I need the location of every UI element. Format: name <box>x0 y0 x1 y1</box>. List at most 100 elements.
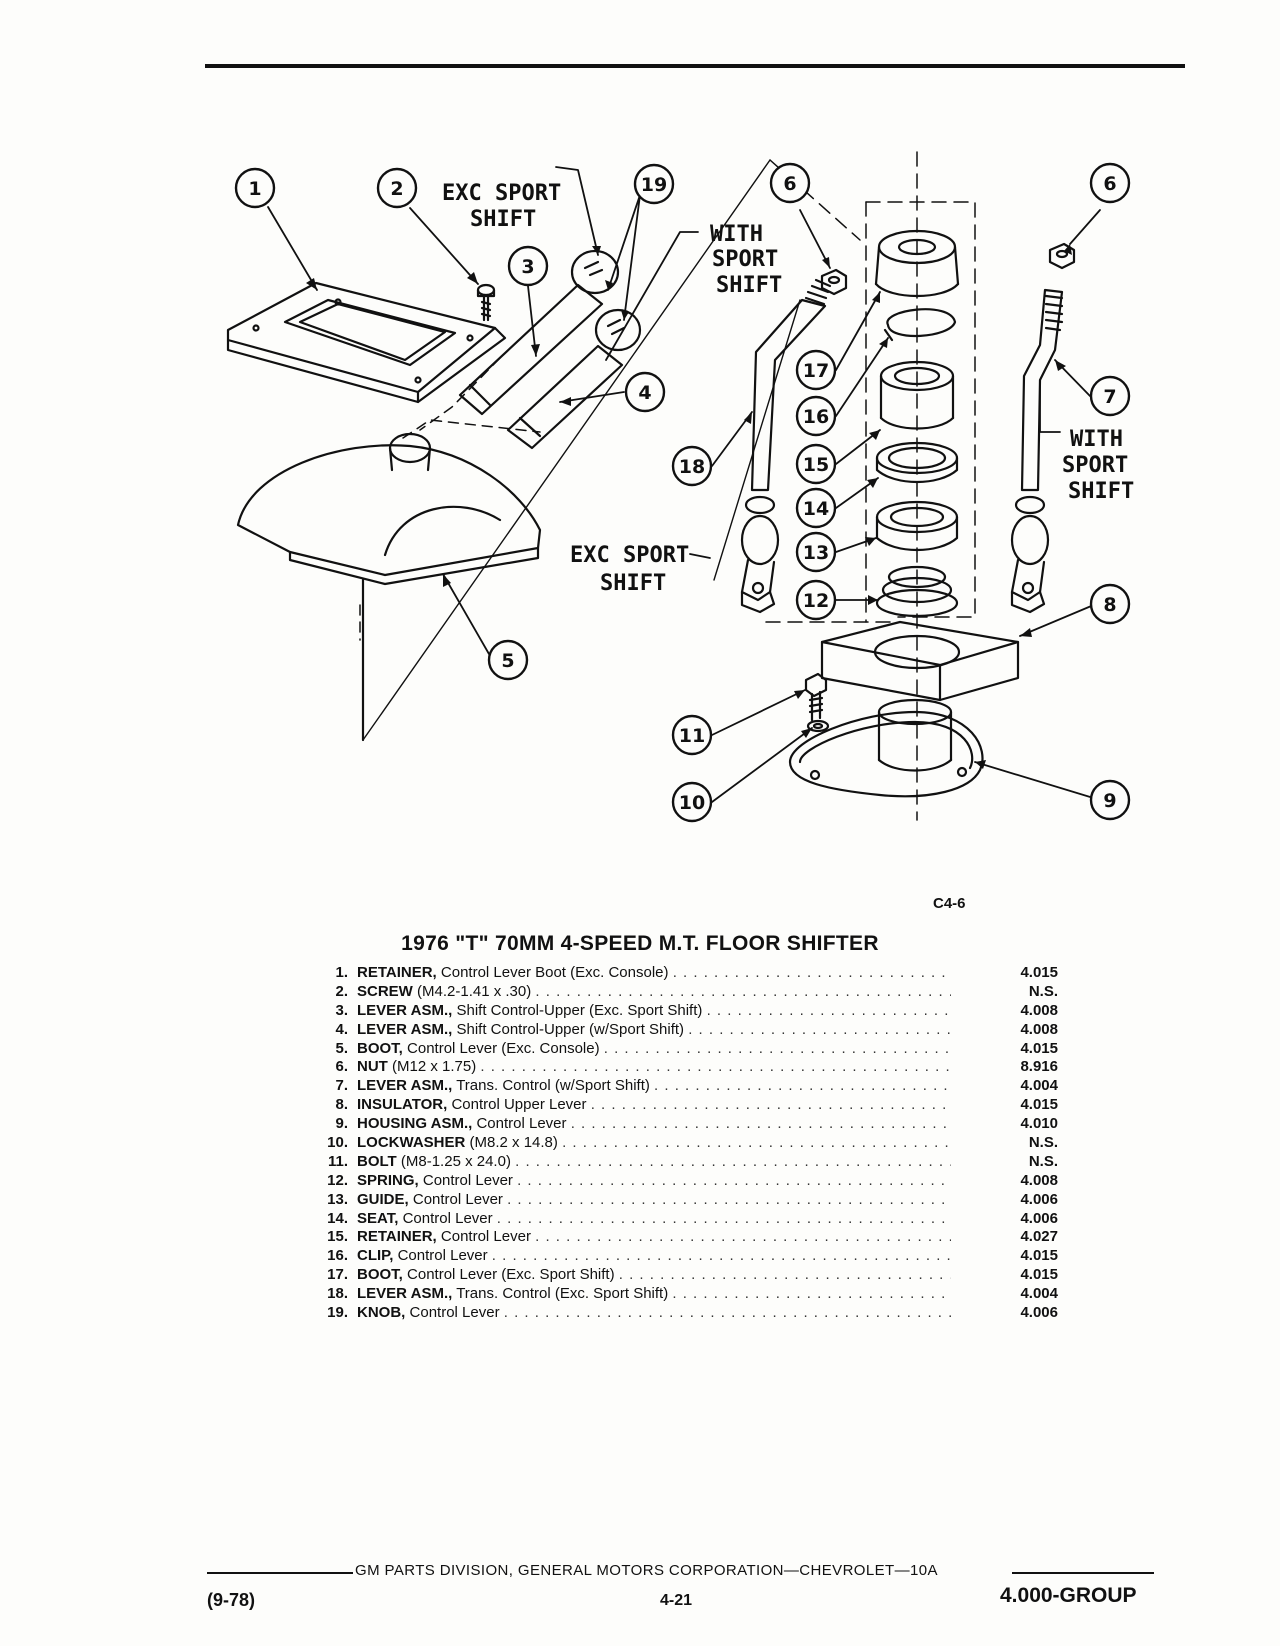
part-number: 19. <box>327 1304 348 1322</box>
nut-left-illustration <box>820 268 848 296</box>
callout-2: 2 <box>376 167 418 209</box>
part-row: 13.GUIDE, Control Lever . . . . . . . . … <box>318 1191 1058 1210</box>
spring-illustration <box>875 565 959 618</box>
part-row: 17.BOOT, Control Lever (Exc. Sport Shift… <box>318 1266 1058 1285</box>
retainer-ring-illustration <box>879 360 955 430</box>
callout-13: 13 <box>795 531 837 573</box>
callout-16: 16 <box>795 395 837 437</box>
footer-corporation: GM PARTS DIVISION, GENERAL MOTORS CORPOR… <box>355 1562 938 1579</box>
callout-14: 14 <box>795 487 837 529</box>
part-group-number: 4.006 <box>1020 1190 1058 1208</box>
callout-label: 12 <box>803 590 829 612</box>
callout-label: 16 <box>803 406 829 428</box>
note-with-sport-shift-right-line3: SHIFT <box>1068 479 1134 504</box>
part-group-number: 8.916 <box>1020 1058 1058 1076</box>
part-name: GUIDE, <box>357 1190 409 1208</box>
part-number: 8. <box>335 1096 348 1114</box>
part-row: 1. RETAINER, Control Lever Boot (Exc. Con… <box>318 964 1058 983</box>
part-group-number: 4.015 <box>1020 964 1058 981</box>
callout-17: 17 <box>795 349 837 391</box>
part-description: KNOB, Control Lever . . . . . . . . . . … <box>357 1304 951 1323</box>
part-detail: Control Lever <box>412 1190 503 1208</box>
part-detail: Shift Control-Upper (w/Sport Shift) <box>456 1020 685 1038</box>
callout-9: 9 <box>1089 779 1131 821</box>
part-detail: (M8-1.25 x 24.0) <box>400 1152 511 1170</box>
callout-18: 18 <box>671 445 713 487</box>
note-exc-sport-shift-top-line1: EXC SPORT <box>442 181 561 206</box>
part-row: 4. LEVER ASM., Shift Control-Upper (w/Spo… <box>318 1021 1058 1040</box>
callout-label: 11 <box>679 725 705 747</box>
part-group-number: N.S. <box>1028 982 1058 1000</box>
part-description: RETAINER, Control Lever Boot (Exc. Conso… <box>357 964 951 983</box>
part-detail: Control Lever <box>476 1115 567 1133</box>
callout-3: 3 <box>507 245 549 287</box>
part-detail: Control Lever <box>422 1171 513 1189</box>
upper-lever-exc-sport-illustration <box>458 249 620 416</box>
part-name: BOOT, <box>357 1039 403 1057</box>
footer-date: (9-78) <box>207 1590 256 1610</box>
part-description: CLIP, Control Lever . . . . . . . . . . … <box>357 1247 951 1266</box>
leader-dots: . . . . . . . . . . . . . . . . . . . . … <box>515 1152 951 1170</box>
part-name: LOCKWASHER <box>357 1134 466 1152</box>
part-name: SEAT, <box>357 1209 399 1227</box>
part-row: 12.SPRING, Control Lever . . . . . . . .… <box>318 1172 1058 1191</box>
part-row: 15. RETAINER, Control Lever . . . . . . .… <box>318 1228 1058 1247</box>
insulator-illustration <box>820 620 1020 702</box>
callout-label: 8 <box>1103 594 1116 616</box>
part-description: BOLT (M8-1.25 x 24.0) . . . . . . . . . … <box>357 1153 951 1172</box>
part-description: SPRING, Control Lever . . . . . . . . . … <box>357 1172 951 1191</box>
part-description: LEVER ASM., Shift Control-Upper (Exc. Sp… <box>357 1002 951 1021</box>
part-number: 10. <box>327 1134 348 1152</box>
callout-6a: 6 <box>769 162 811 204</box>
part-group-number: 4.015 <box>1020 1096 1058 1114</box>
part-description: BOOT, Control Lever (Exc. Console) . . .… <box>357 1040 951 1059</box>
part-name: LEVER ASM., <box>357 1285 453 1303</box>
part-detail: Trans. Control (w/Sport Shift) <box>456 1077 650 1095</box>
part-detail: Control Lever (Exc. Console) <box>407 1039 600 1057</box>
part-number: 15. <box>327 1228 348 1246</box>
part-number: 3. <box>335 1001 348 1019</box>
part-row: 10. LOCKWASHER (M8.2 x 14.8) . . . . . . … <box>318 1134 1058 1153</box>
part-name: CLIP, <box>357 1247 394 1265</box>
callout-4: 4 <box>624 371 666 413</box>
part-row: 8. INSULATOR, Control Upper Lever . . . .… <box>318 1096 1058 1115</box>
part-description: LOCKWASHER (M8.2 x 14.8) . . . . . . . .… <box>357 1134 951 1153</box>
part-name: INSULATOR, <box>357 1096 448 1114</box>
part-group-number: 4.015 <box>1020 1247 1058 1265</box>
callout-label: 10 <box>679 792 705 814</box>
footer-rule-left <box>207 1572 353 1574</box>
part-name: NUT <box>357 1058 388 1076</box>
callout-10: 10 <box>671 781 713 823</box>
upper-lever-sport-illustration <box>506 308 642 450</box>
leader-dots: . . . . . . . . . . . . . . . . . . . . … <box>480 1058 951 1076</box>
part-number: 1. <box>335 964 348 981</box>
callout-11: 11 <box>671 714 713 756</box>
callout-15: 15 <box>795 443 837 485</box>
leader-dots: . . . . . . . . . . . . . . . . . . . . … <box>535 982 951 1000</box>
part-description: NUT (M12 x 1.75) . . . . . . . . . . . .… <box>357 1058 951 1077</box>
part-number: 18. <box>327 1285 348 1303</box>
part-detail: (M12 x 1.75) <box>392 1058 477 1076</box>
note-exc-sport-shift-mid-line2: SHIFT <box>600 571 666 596</box>
part-description: LEVER ASM., Shift Control-Upper (w/Sport… <box>357 1021 951 1040</box>
callout-12: 12 <box>795 579 837 621</box>
part-group-number: 4.004 <box>1020 1077 1058 1095</box>
part-description: RETAINER, Control Lever . . . . . . . . … <box>357 1228 951 1247</box>
note-exc-sport-shift-top-line2: SHIFT <box>470 207 536 232</box>
callout-label: 7 <box>1103 386 1116 408</box>
part-number: 17. <box>327 1266 348 1284</box>
part-name: SPRING, <box>357 1171 419 1189</box>
callout-label: 13 <box>803 542 829 564</box>
part-number: 5. <box>335 1039 348 1057</box>
part-number: 4. <box>335 1020 348 1038</box>
callout-label: 4 <box>638 382 651 404</box>
note-with-sport-shift-top-line3: SHIFT <box>716 273 782 298</box>
top-rule <box>205 64 1185 68</box>
part-description: INSULATOR, Control Upper Lever . . . . .… <box>357 1096 951 1115</box>
part-detail: Control Lever <box>402 1209 493 1227</box>
leader-dots: . . . . . . . . . . . . . . . . . . . . … <box>496 1209 951 1227</box>
part-detail: Control Lever <box>397 1247 488 1265</box>
part-row: 6.NUT (M12 x 1.75) . . . . . . . . . . .… <box>318 1058 1058 1077</box>
bolt-illustration <box>804 672 828 722</box>
callout-1: 1 <box>234 167 276 209</box>
